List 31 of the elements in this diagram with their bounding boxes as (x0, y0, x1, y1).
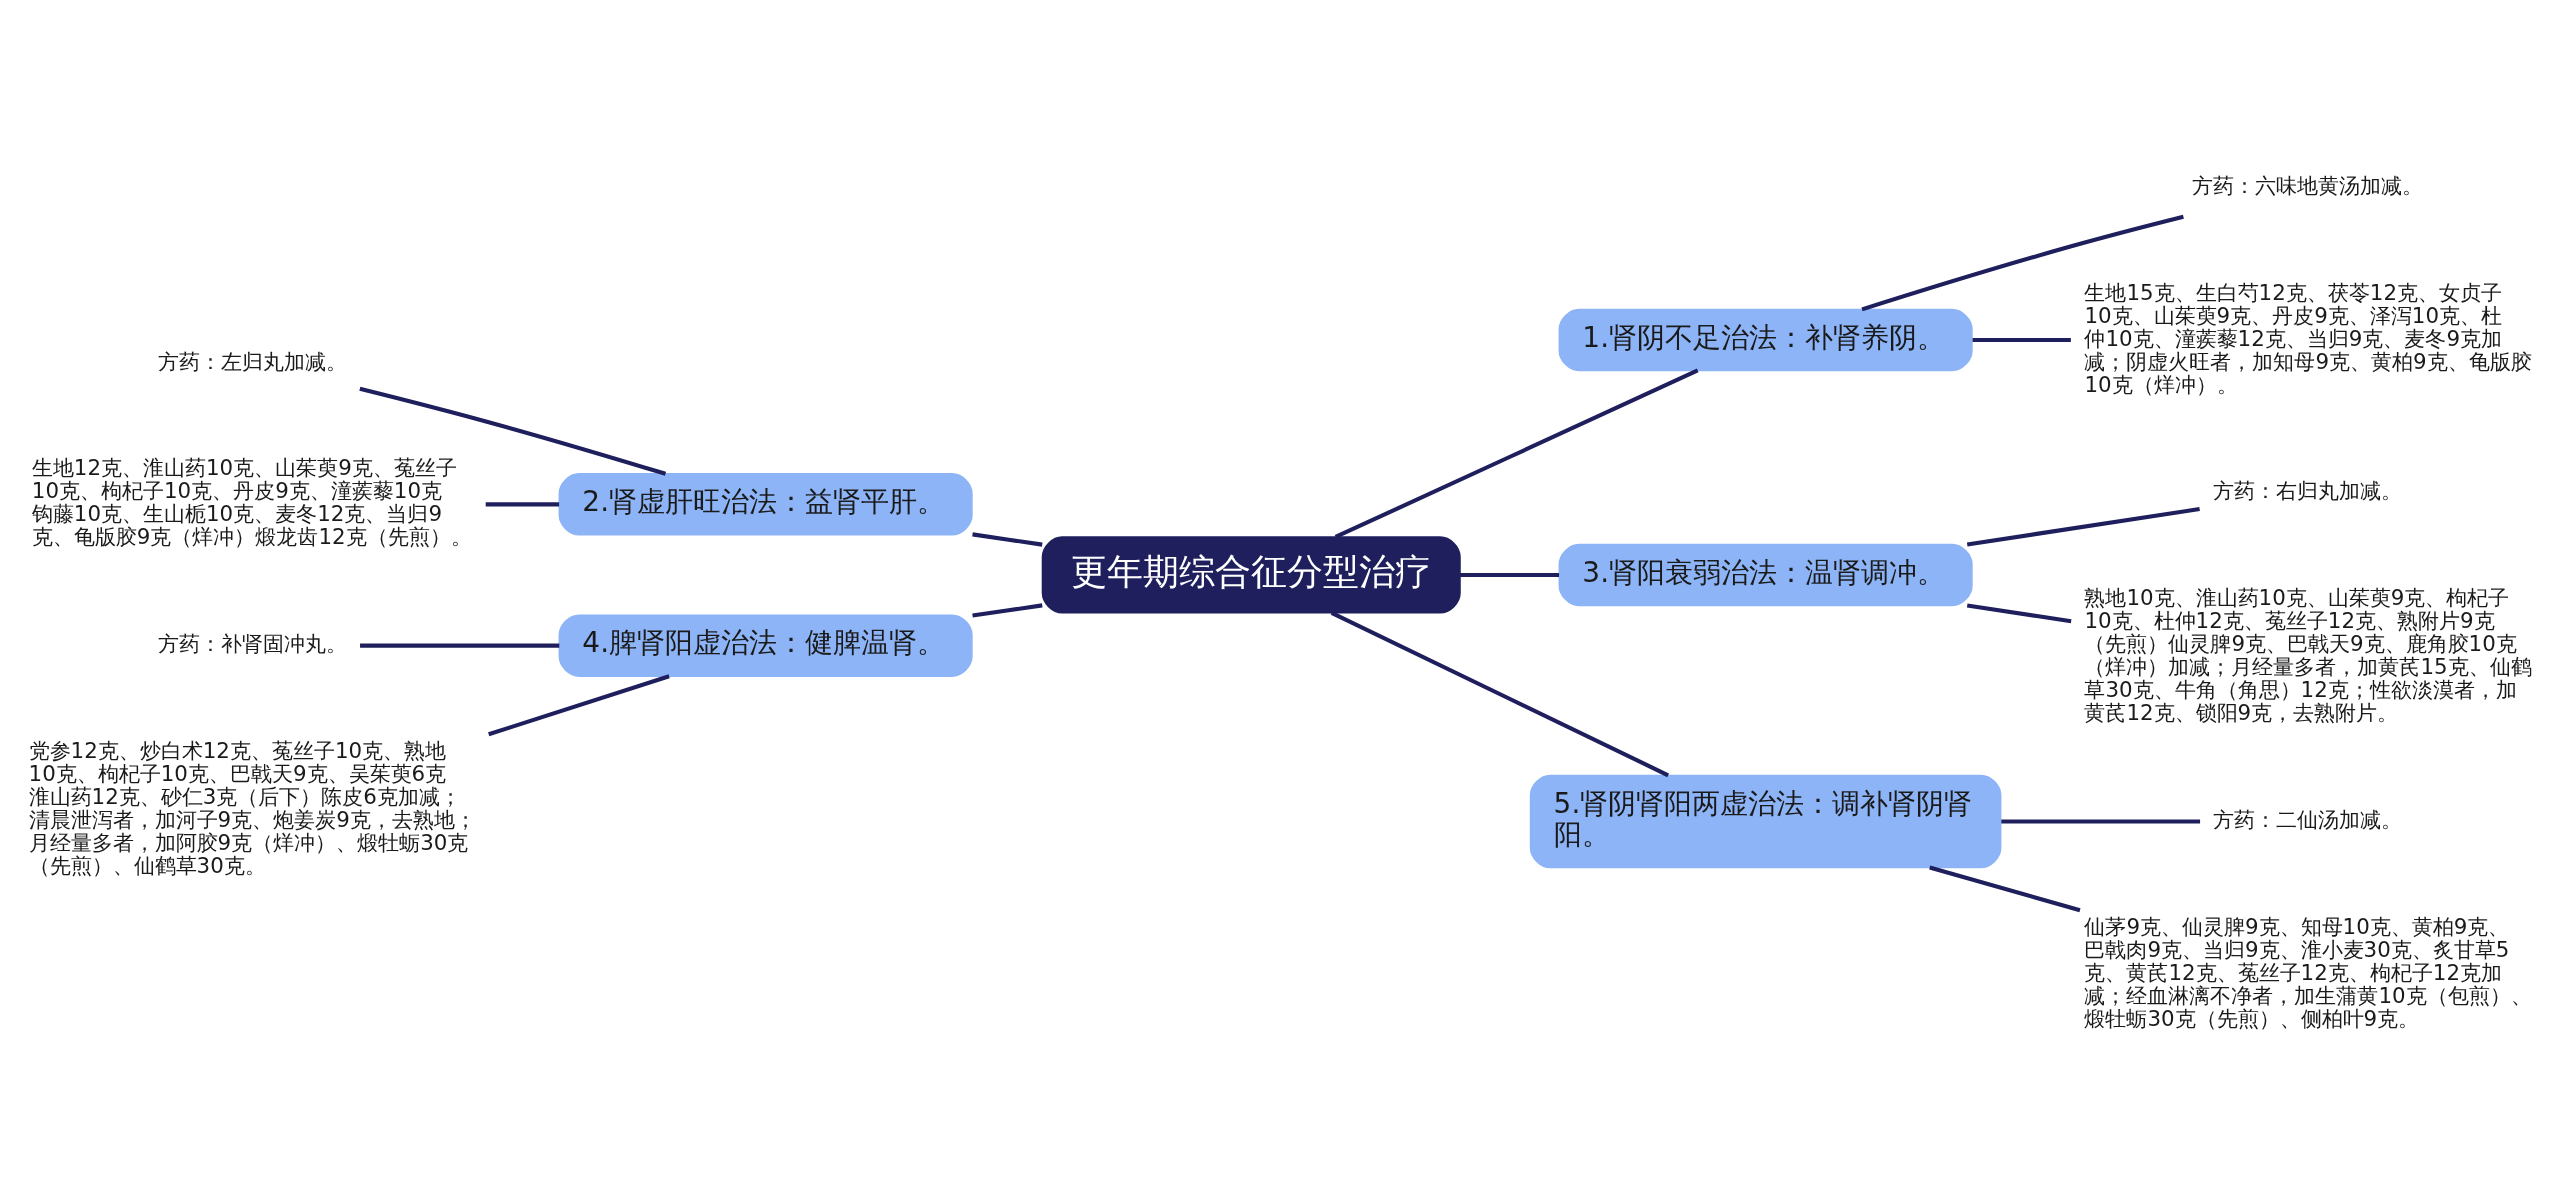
connector (485, 502, 560, 507)
node-text: 方药：二仙汤加减。 (2213, 807, 2403, 833)
connector (1929, 865, 2081, 913)
node-box: 2.肾虚肝旺治法：益肾平肝。 (558, 473, 973, 536)
connector (1330, 611, 1670, 778)
node-box: 4.脾肾阳虚治法：健脾温肾。 (558, 614, 973, 677)
node-text: 方药：右归丸加减。 (2213, 478, 2403, 504)
connector (1460, 572, 1560, 578)
node-text: 方药：补肾固冲丸。 (157, 631, 347, 657)
node-text: 党参12克、炒白术12克、菟丝子10克、熟地10克、枸杞子10克、巴戟天9克、吴茱萸6克淮山药12克、砂仁3克（后下）陈皮6克加减；清晨泄泻者，加河子9克、炮姜炭9克，去熟地；月经量多者，加阿胶9克（烊冲）、煅牡蛎30克（先煎）、仙鹤草30克。 (28, 738, 476, 879)
connector (359, 386, 667, 476)
node-box: 更年期综合征分型治疗 (1041, 536, 1461, 614)
node-box: 1.肾阴不足治法：补肾养阴。 (1558, 308, 1973, 372)
connector (2001, 819, 2201, 824)
connector (972, 603, 1043, 618)
node-box: 3.肾阳衰弱治法：温肾调冲。 (1558, 543, 1973, 607)
node-text: 生地12克、淮山药10克、山茱萸9克、菟丝子10克、枸杞子10克、丹皮9克、潼蒺藜10克钩藤10克、生山栀10克、麦冬12克、当归9克、龟版胶9克（烊冲）煅龙齿12克（先煎）。 (31, 455, 472, 550)
connector (1966, 603, 2072, 624)
node-text: 仙茅9克、仙灵脾9克、知母10克、黄柏9克、巴戟肉9克、当归9克、淮小麦30克、炙甘草5克、黄芪12克、菟丝子12克、枸杞子12克加减；经血淋漓不净者，加生蒲黄10克（包煎）、煅牡蛎30克（先煎）、侧柏叶9克。 (2084, 913, 2532, 1031)
node-box: 5.肾阴肾阳两虚治法：调补肾阴肾阳。 (1529, 774, 2002, 869)
connector (972, 532, 1043, 547)
node-text: 方药：左归丸加减。 (157, 348, 347, 374)
connector (488, 674, 670, 737)
node-text: 生地15克、生白芍12克、茯苓12克、女贞子10克、山茱萸9克、丹皮9克、泽泻10克、杜仲10克、潼蒺藜12克、当归9克、麦冬9克加减；阴虚火旺者，加知母9克、黄柏9克、龟版胶10克（烊冲）。 (2084, 279, 2532, 397)
node-text: 熟地10克、淮山药10克、山茱萸9克、枸杞子10克、杜仲12克、菟丝子12克、熟附片9克（先煎）仙灵脾9克、巴戟天9克、鹿角胶10克（烊冲）加减；月经量多者，加黄芪15克、仙鹤草30克、牛角（角思）12克；性欲淡漠者，加黄芪12克、锁阳9克，去熟附片。 (2084, 585, 2532, 726)
connector (1334, 368, 1699, 539)
connector (1966, 507, 2200, 547)
connector (360, 643, 560, 648)
node-text: 方药：六味地黄汤加减。 (2192, 172, 2424, 198)
connector (1972, 337, 2071, 343)
connector (1861, 214, 2184, 312)
